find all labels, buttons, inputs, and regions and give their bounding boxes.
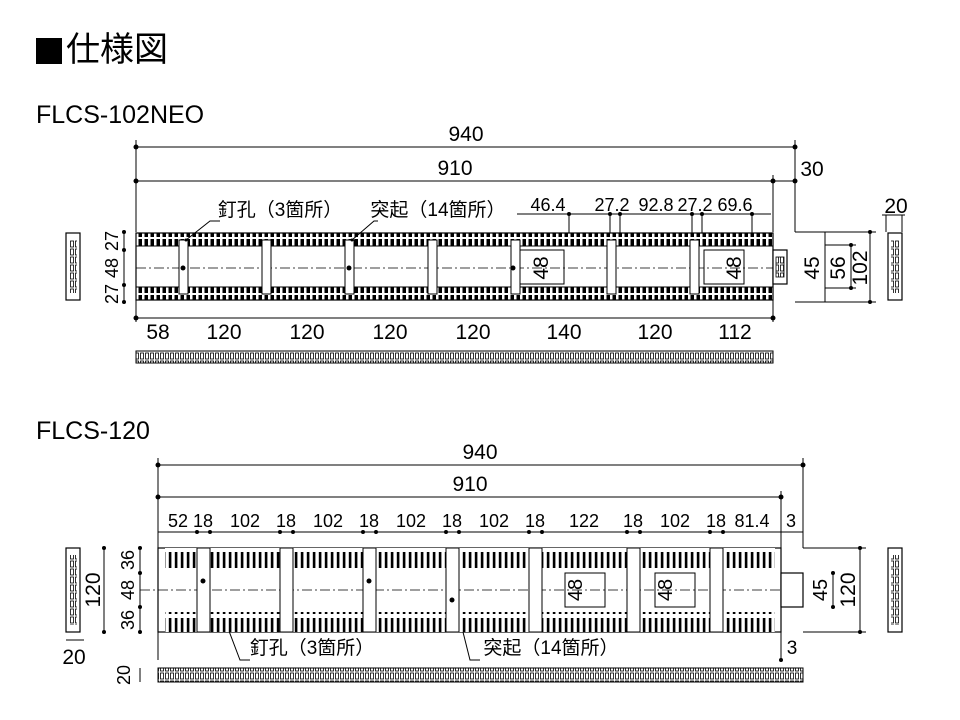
f120-top-seg: 122 <box>569 511 599 531</box>
neo-top-seg: 69.6 <box>717 195 752 215</box>
neo-protrusions-label: 突起（14箇所） <box>370 199 505 221</box>
page-title: 仕様図 <box>36 30 168 70</box>
f120-left-dim: 36 <box>118 550 138 570</box>
neo-inner-height: 48 <box>723 256 746 279</box>
neo-left-dim: 48 <box>102 258 122 278</box>
f120-inner-height: 48 <box>565 579 587 601</box>
neo-top-seg: 27.2 <box>677 195 712 215</box>
f120-left-dim: 48 <box>118 580 138 600</box>
neo-bottom-seg: 120 <box>455 321 490 344</box>
neo-drawing: 940 910 30 20 46.4 27.2 92.8 27.2 69.6 釘… <box>65 123 908 364</box>
model-name-120: FLCS-120 <box>36 417 150 445</box>
f120-protrusions-label: 突起（14箇所） <box>483 637 618 659</box>
neo-nail-holes-label: 釘孔（3箇所） <box>218 199 343 221</box>
f120-left-thickness: 20 <box>62 646 85 669</box>
neo-bottom-seg: 120 <box>637 321 672 344</box>
neo-right-height: 102 <box>849 250 872 285</box>
f120-top-seg: 18 <box>359 511 379 531</box>
neo-connector-dim: 30 <box>800 158 823 181</box>
f120-top-seg: 102 <box>313 511 343 531</box>
f120-top-seg: 102 <box>230 511 260 531</box>
f120-left-dim: 36 <box>118 610 138 630</box>
flcs120-drawing: 940 910 52 18 102 18 102 18 102 18 102 1… <box>62 441 903 685</box>
f120-top-seg: 3 <box>786 511 796 531</box>
square-bullet-icon <box>36 38 62 64</box>
neo-top-seg: 46.4 <box>530 195 565 215</box>
neo-right-thickness: 20 <box>884 195 907 218</box>
neo-top-seg: 27.2 <box>594 195 629 215</box>
f120-overall-length: 940 <box>462 441 497 464</box>
neo-bottom-seg: 112 <box>718 321 751 344</box>
f120-bottom-gap: 3 <box>787 638 798 659</box>
f120-top-seg: 52 <box>168 511 188 531</box>
neo-left-dim: 27 <box>102 231 122 251</box>
f120-right-height: 45 <box>810 579 832 601</box>
neo-left-dim: 27 <box>102 284 122 304</box>
f120-left-total: 120 <box>82 572 105 607</box>
model-name-neo: FLCS-102NEO <box>36 101 205 129</box>
neo-right-height: 56 <box>827 256 850 279</box>
f120-nail-holes-label: 釘孔（3箇所） <box>250 637 375 659</box>
f120-top-seg: 102 <box>660 511 690 531</box>
f120-top-seg: 18 <box>623 511 643 531</box>
neo-inner-height: 48 <box>530 256 553 279</box>
f120-top-seg: 102 <box>396 511 426 531</box>
neo-bottom-seg: 58 <box>146 321 169 344</box>
neo-overall-length: 940 <box>448 123 483 146</box>
f120-inner-height: 48 <box>655 579 677 601</box>
neo-bottom-seg: 140 <box>546 321 581 344</box>
neo-body-length: 910 <box>437 157 472 180</box>
f120-top-seg: 102 <box>479 511 509 531</box>
neo-bottom-seg: 120 <box>289 321 324 344</box>
f120-top-seg: 18 <box>193 511 213 531</box>
f120-top-seg: 18 <box>276 511 296 531</box>
neo-right-height: 45 <box>801 256 824 279</box>
neo-top-seg: 92.8 <box>638 195 673 215</box>
neo-bottom-seg: 120 <box>372 321 407 344</box>
f120-side-thickness: 20 <box>114 665 134 685</box>
neo-bottom-seg: 120 <box>206 321 241 344</box>
f120-body-length: 910 <box>452 473 487 496</box>
f120-top-seg: 18 <box>706 511 726 531</box>
f120-top-seg: 81.4 <box>734 511 769 531</box>
f120-top-seg: 18 <box>525 511 545 531</box>
f120-top-seg: 18 <box>442 511 462 531</box>
f120-right-height: 120 <box>837 572 860 607</box>
